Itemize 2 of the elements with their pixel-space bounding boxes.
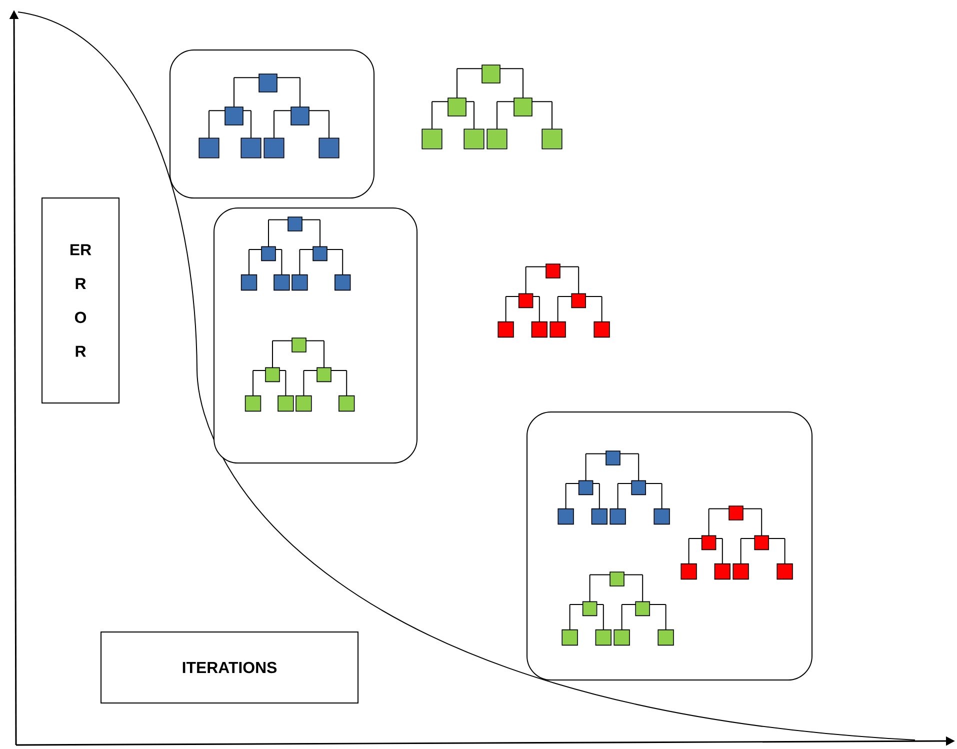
text-box: ER R O R	[42, 198, 120, 404]
text-box: ITERATIONS	[100, 632, 358, 704]
